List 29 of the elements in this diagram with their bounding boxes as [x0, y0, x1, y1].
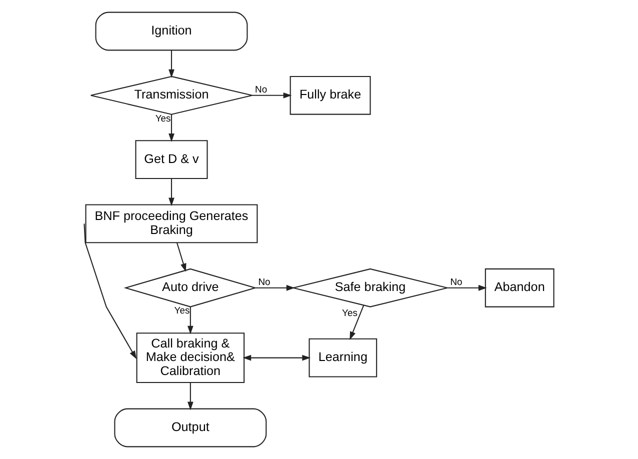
node-box: Ignition — [95, 12, 248, 51]
arrow — [350, 305, 364, 340]
arrow — [242, 354, 311, 361]
arrow — [447, 284, 487, 291]
arrow — [256, 284, 295, 291]
edge-label: No — [255, 84, 268, 96]
arrow — [168, 114, 174, 142]
arrow — [84, 224, 137, 360]
edge-label: No — [450, 276, 462, 288]
edge-label: No — [258, 276, 270, 288]
arrow — [187, 307, 194, 334]
node-box: Fully brake — [290, 76, 371, 115]
node-diamond: Safe braking — [292, 268, 448, 308]
node-diamond: Auto drive — [124, 268, 258, 308]
arrow — [187, 382, 194, 410]
arrow — [252, 92, 292, 98]
node-box: Output — [114, 408, 267, 448]
edge-label: Yes — [155, 113, 171, 124]
arrow — [176, 242, 186, 272]
edge-label: Yes — [174, 306, 190, 317]
node-box: Get D & v — [135, 140, 208, 180]
node-box: BNF proceeding Generates Braking — [85, 204, 258, 244]
node-diamond: Transmission — [90, 76, 253, 115]
node-box: Call braking & Make decision& Calibration — [136, 332, 245, 384]
edge-label: Yes — [342, 308, 358, 319]
node-box: Abandon — [484, 268, 554, 308]
arrow — [168, 50, 174, 78]
node-box: Learning — [308, 338, 378, 378]
arrow — [168, 178, 174, 206]
